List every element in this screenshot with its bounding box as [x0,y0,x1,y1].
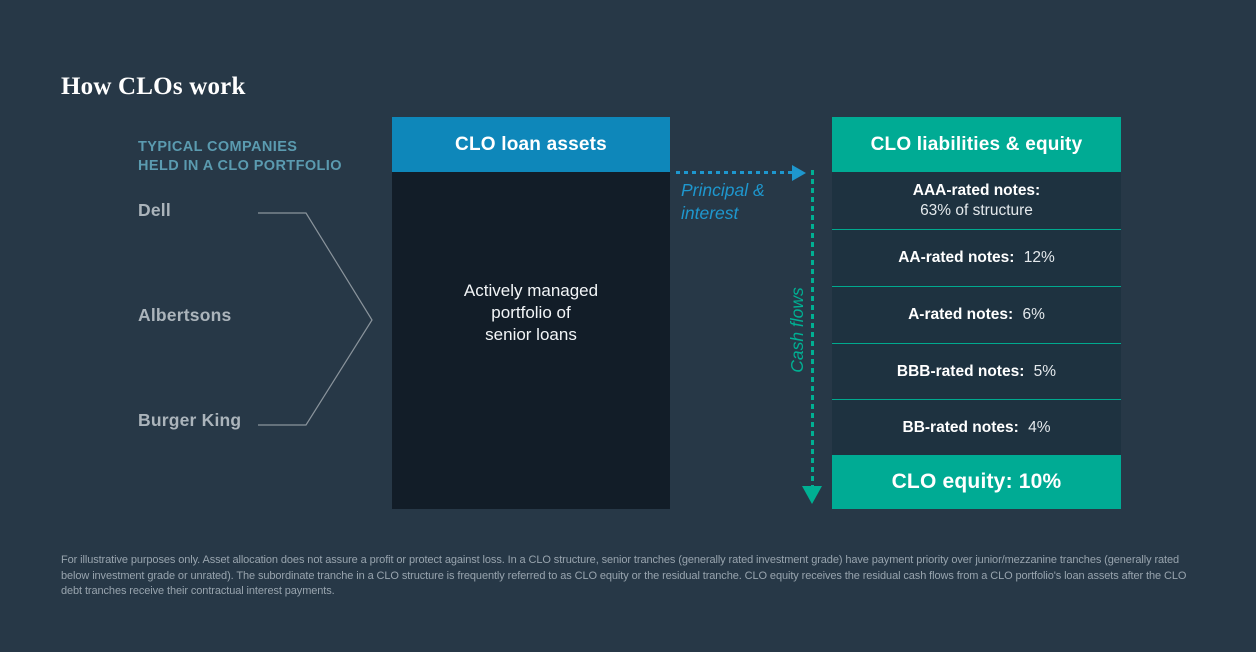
company-name-albertsons: Albertsons [138,305,232,325]
tranche-row-bb: BB-rated notes: 4% [832,399,1121,455]
disclaimer-footnote: For illustrative purposes only. Asset al… [61,554,1187,597]
company-name-dell: Dell [138,200,171,220]
portfolio-eyebrow-label: TYPICAL COMPANIES HELD IN A CLO PORTFOLI… [138,139,342,174]
page-title: How CLOs work [61,72,246,100]
cash-flows-arrow-line [811,170,814,488]
tranche-row-a: A-rated notes: 6% [832,286,1121,343]
clo-equity-row: CLO equity: 10% [832,455,1121,509]
tranche-value: 63% of structure [920,201,1033,219]
tranche-label: A-rated notes: [908,306,1014,323]
tranche-row-aa: AA-rated notes: 12% [832,229,1121,286]
tranche-label: BBB-rated notes: [896,362,1025,380]
tranche-value: 12% [1023,249,1055,266]
assets-box-body: Actively managed portfolio of senior loa… [392,172,670,509]
principal-interest-label: Principal & interest [681,180,765,223]
tranche-value: 6% [1022,306,1045,323]
principal-interest-arrow-line [676,171,794,174]
tranche-row-bbb: BBB-rated notes: 5% [832,343,1121,399]
liabilities-box-header: CLO liabilities & equity [832,117,1121,172]
portfolio-bracket-shape [258,212,373,426]
assets-box-header: CLO loan assets [392,117,670,172]
tranche-label: AA-rated notes: [898,249,1015,266]
tranche-list: AAA-rated notes: 63% of structure AA-rat… [832,172,1121,455]
tranche-value: 4% [1028,418,1051,436]
tranche-row-aaa: AAA-rated notes: 63% of structure [832,172,1121,229]
tranche-label: BB-rated notes: [902,418,1019,436]
company-name-burger-king: Burger King [138,410,242,430]
cash-flows-arrowhead-icon [802,486,822,504]
tranche-label: AAA-rated notes: [912,181,1041,199]
cash-flows-label: Cash flows [787,287,807,373]
tranche-value: 5% [1033,362,1057,380]
principal-interest-arrowhead-icon [792,165,806,181]
